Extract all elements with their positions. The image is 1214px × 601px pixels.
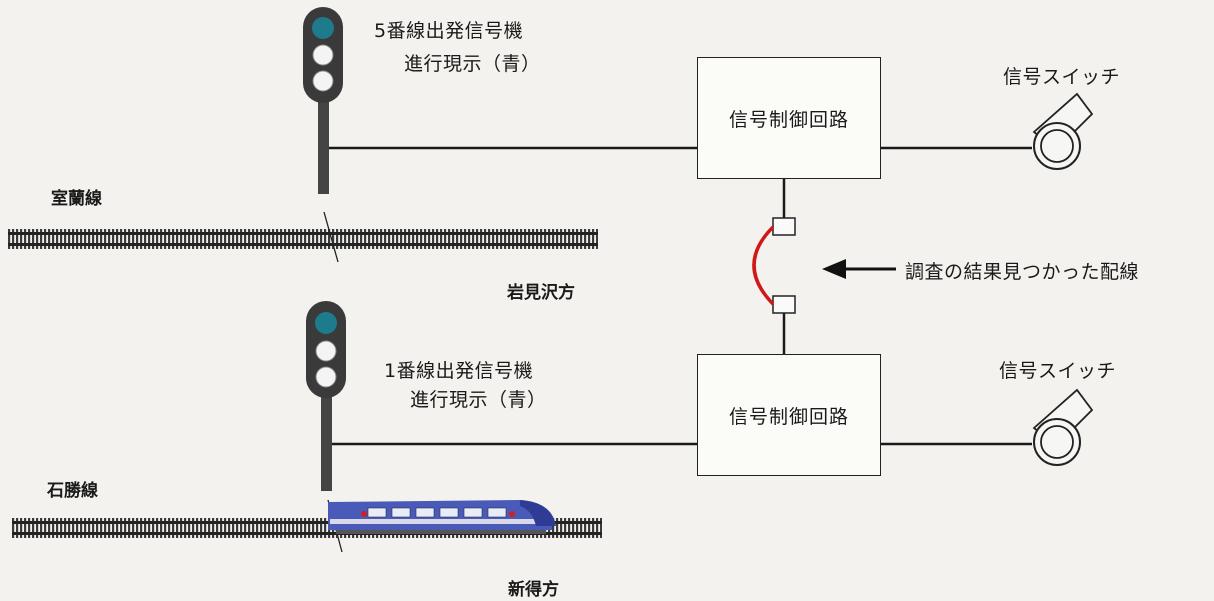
- switch-label-lower: 信号スイッチ: [999, 360, 1117, 382]
- signal-upper: [303, 7, 343, 194]
- terminal-lower: [772, 295, 796, 314]
- signal-lamp-green-lower: [315, 312, 337, 334]
- switch-upper: [1032, 92, 1094, 170]
- switch-label-upper: 信号スイッチ: [1003, 66, 1121, 88]
- direction-lower: 新得方: [508, 580, 559, 600]
- signal-lamp-green-upper: [312, 17, 334, 39]
- line-name-lower: 石勝線: [47, 481, 98, 501]
- control-box-label-upper: 信号制御回路: [728, 108, 849, 131]
- annotation-arrow: [822, 259, 896, 279]
- line-name-upper: 室蘭線: [51, 189, 102, 209]
- insulated-joint-upper: [323, 211, 339, 263]
- signal-upper-name: 5番線出発信号機: [374, 20, 524, 42]
- track-upper: [8, 211, 598, 263]
- wiring: [329, 146, 1032, 446]
- found-wire: [752, 225, 775, 306]
- terminal-upper: [772, 217, 796, 236]
- direction-upper: 岩見沢方: [507, 283, 575, 303]
- signal-control-circuit-lower: 信号制御回路: [697, 354, 881, 476]
- train: [328, 500, 556, 534]
- signal-lower-name: 1番線出発信号機: [384, 360, 534, 382]
- signal-lower-aspect: 進行現示（青）: [410, 389, 547, 411]
- signal-control-circuit-upper: 信号制御回路: [697, 57, 881, 179]
- switch-lower: [1032, 388, 1094, 466]
- annotation-label: 調査の結果見つかった配線: [905, 261, 1140, 283]
- control-box-label-lower: 信号制御回路: [728, 405, 849, 428]
- found-wiring: [752, 217, 796, 314]
- signal-upper-aspect: 進行現示（青）: [404, 53, 541, 75]
- signal-lower: [306, 301, 346, 491]
